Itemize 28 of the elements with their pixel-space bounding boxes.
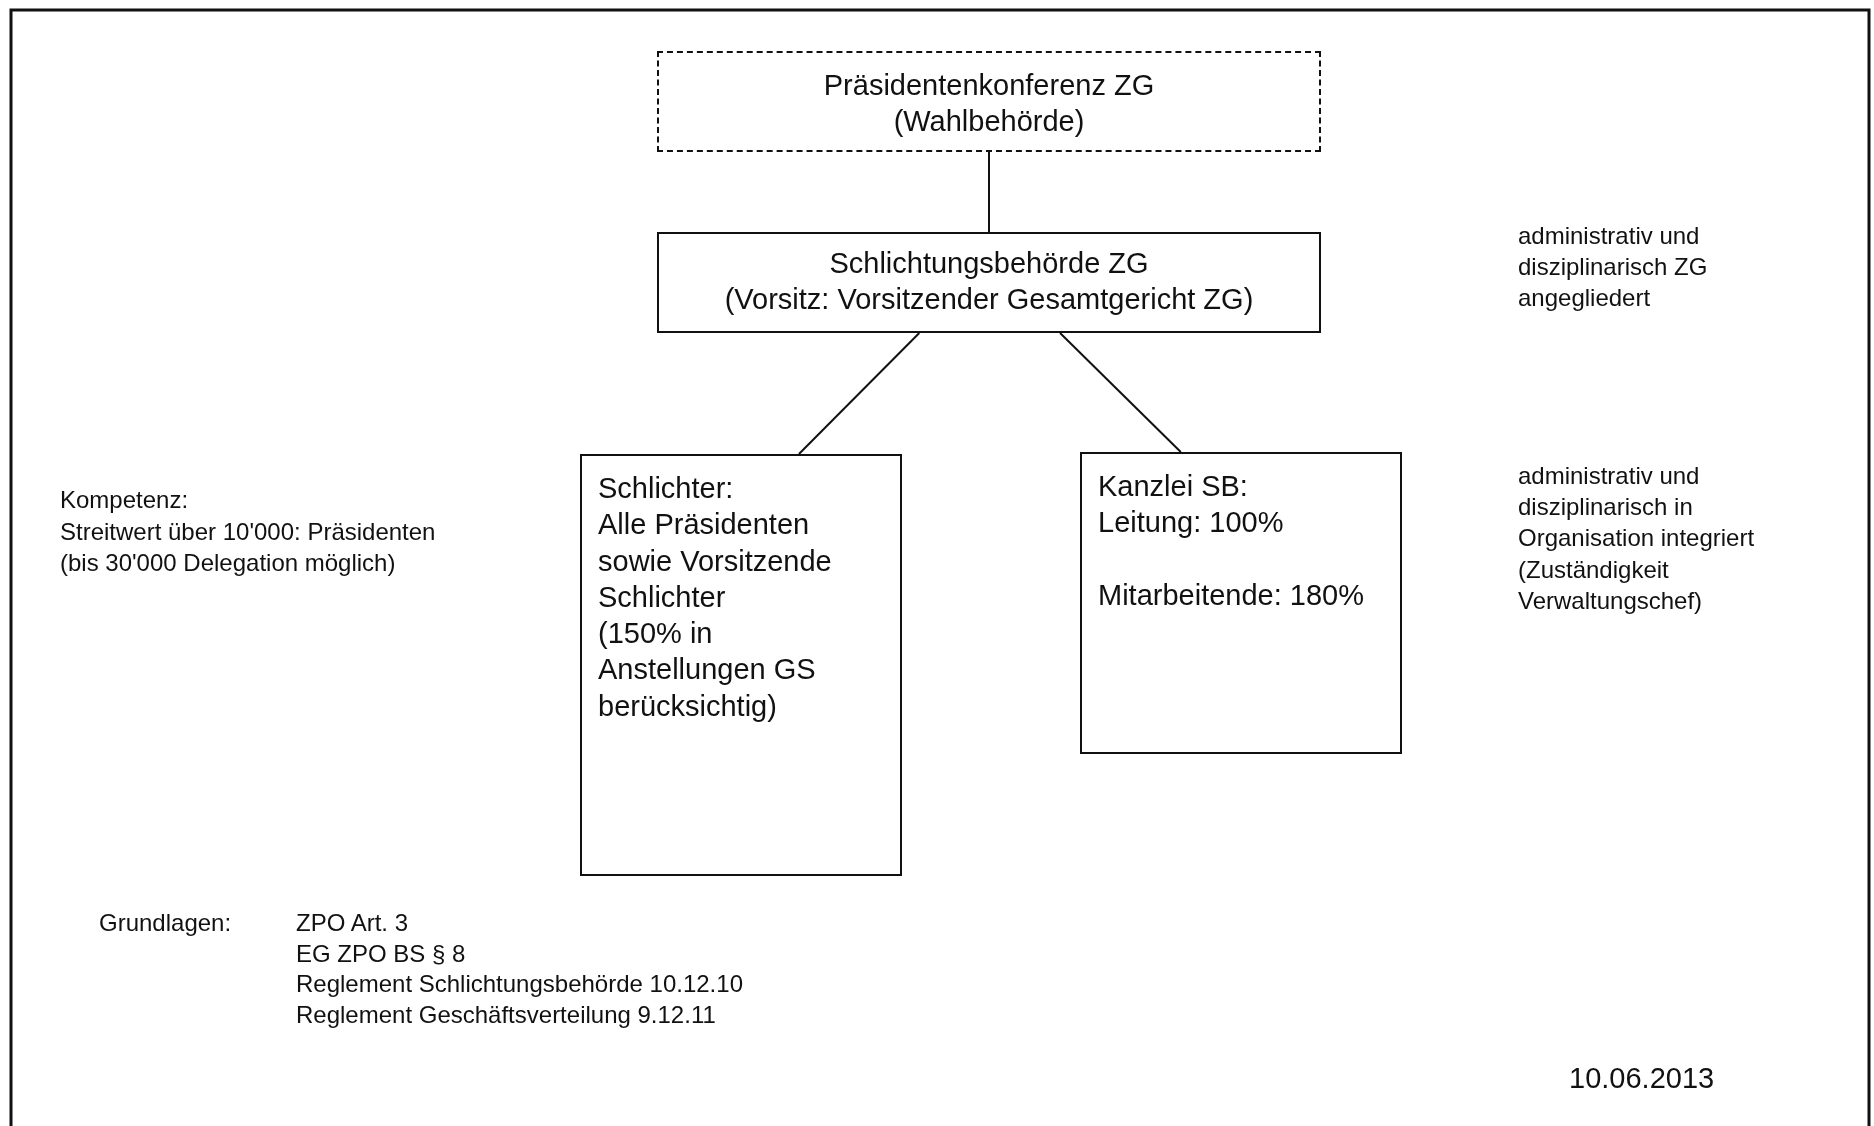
office-box: [1080, 452, 1402, 754]
reference-text: Reglement Geschäftsverteilung 9.12.11: [296, 1000, 716, 1030]
box-text: Mitarbeitende: 180%: [1098, 577, 1365, 613]
box-text: (Wahlbehörde): [892, 104, 1086, 140]
side-note: administrativ und disziplinarisch in Organisation integriert (Zuständigkeit Verwaltungschef): [1518, 461, 1756, 616]
authority-box: [657, 232, 1321, 333]
note-text: Streitwert über 10'000: Präsidenten: [60, 517, 436, 547]
staff-box: [580, 454, 902, 876]
box-text: Alle Präsidenten sowie Vorsitzende Schlichter: [598, 507, 833, 615]
connector-line: [988, 151, 990, 233]
box-title: Schlichtungsbehörde ZG: [828, 246, 1150, 281]
reference-text: Reglement Schlichtungsbehörde 10.12.10: [296, 969, 743, 999]
connector-line: [797, 332, 921, 455]
reference-text: EG ZPO BS § 8: [296, 939, 466, 969]
box-text: (150% in Anstellungen GS berücksichtig): [598, 616, 817, 724]
reference-text: ZPO Art. 3: [296, 908, 409, 938]
box-text: Leitung: 100%: [1098, 505, 1285, 541]
date-text: 10.06.2013: [1569, 1061, 1715, 1096]
connector-line: [1059, 332, 1182, 453]
note-text: (bis 30'000 Delegation möglich): [60, 548, 396, 578]
authority-box: [657, 51, 1321, 152]
box-title: Schlichter:: [598, 471, 735, 506]
side-note: administrativ und disziplinarisch ZG angegliedert: [1518, 221, 1709, 314]
section-heading: Kompetenz:: [60, 485, 189, 515]
box-text: (Vorsitz: Vorsitzender Gesamtgericht ZG): [723, 282, 1255, 318]
box-title: Kanzlei SB:: [1098, 469, 1249, 504]
box-title: Präsidentenkonferenz ZG: [822, 68, 1156, 103]
section-heading: Grundlagen:: [99, 908, 232, 938]
